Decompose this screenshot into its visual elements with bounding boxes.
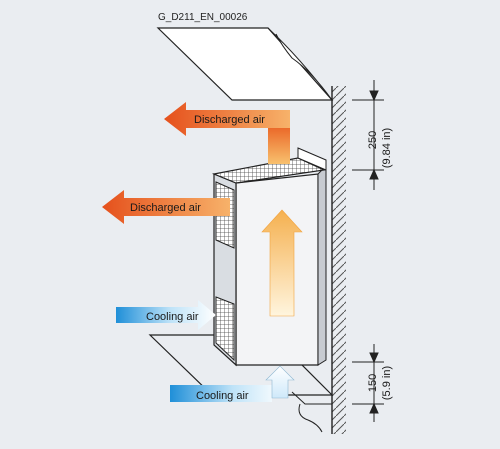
figure-id: G_D211_EN_00026 <box>158 12 248 23</box>
dimension-bottom-in: (5.9 in) <box>381 366 393 400</box>
discharged-air-side-label: Discharged air <box>130 202 201 214</box>
cooling-air-side-label: Cooling air <box>146 311 199 323</box>
discharged-air-top-arrow <box>164 102 290 164</box>
top-shelf <box>156 27 334 101</box>
discharged-air-side-arrow <box>102 190 230 224</box>
dimension-top-in: (9.84 in) <box>381 128 393 168</box>
cooling-air-bottom-label: Cooling air <box>196 390 249 402</box>
dimension-bottom-mm: 150 <box>367 374 379 392</box>
dimension-bottom <box>352 344 384 422</box>
dimension-top <box>352 80 384 190</box>
cooling-air-up-arrow <box>265 365 295 399</box>
cooling-air-bottom-arrow <box>170 378 284 402</box>
discharged-air-top-label: Discharged air <box>194 114 265 126</box>
internal-airflow-arrow <box>261 209 303 317</box>
dimension-top-mm: 250 <box>367 131 379 149</box>
lower-side-grille <box>215 296 235 362</box>
cooling-air-side-arrow <box>116 300 216 330</box>
wall <box>331 86 346 434</box>
